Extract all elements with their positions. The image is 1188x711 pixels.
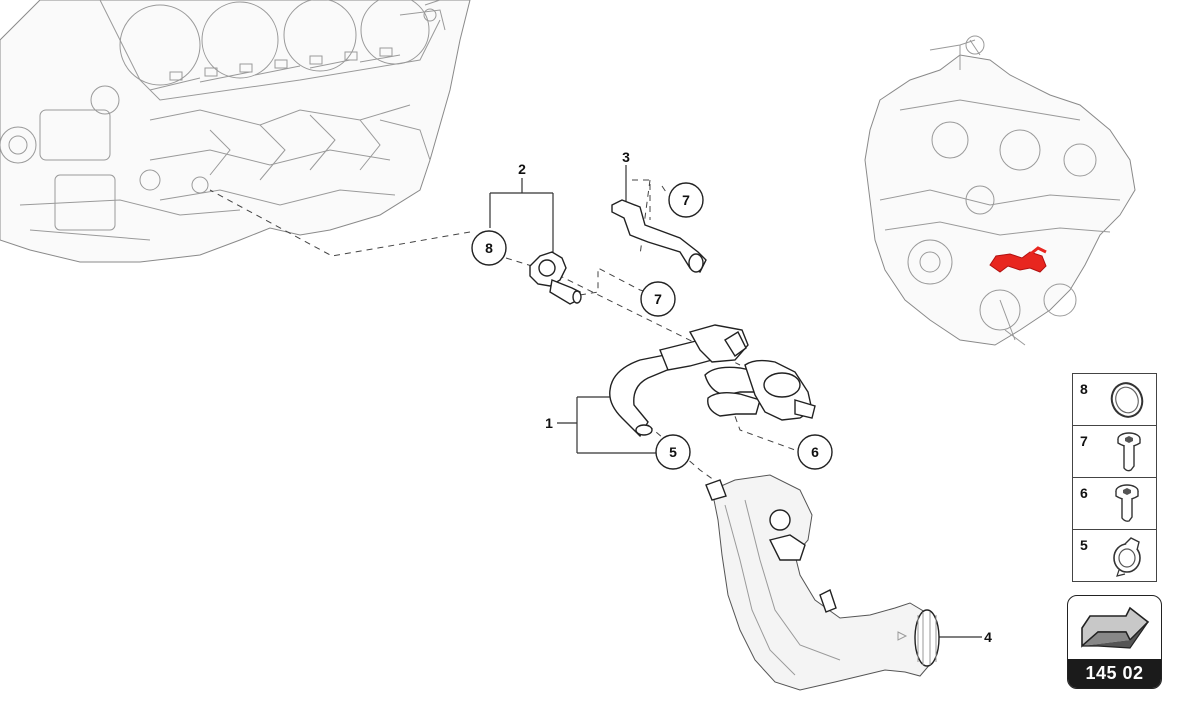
callout-7-middle[interactable]: 7 [640,281,676,317]
label-4[interactable]: 4 [984,629,992,645]
engine-overview-illustration [864,35,1136,346]
part-2-sensor [529,251,582,305]
legend-row-6[interactable]: 6 [1073,478,1156,530]
callout-8[interactable]: 8 [471,230,507,266]
label-2[interactable]: 2 [518,161,526,177]
back-navigation-button[interactable]: 145 02 [1067,595,1162,689]
bolt-icon [1115,484,1139,522]
back-arrow-icon [1081,606,1150,649]
legend-number: 6 [1080,485,1088,501]
hardware-legend: 8 7 6 5 [1072,373,1157,582]
engine-block-illustration [0,0,471,263]
hose-clamp-icon [1113,537,1141,577]
bolt-icon [1117,432,1141,472]
svg-text:7: 7 [654,291,662,307]
svg-text:7: 7 [682,192,690,208]
label-1[interactable]: 1 [545,415,553,431]
legend-row-5[interactable]: 5 [1073,530,1156,581]
callout-5[interactable]: 5 [655,434,691,470]
legend-number: 5 [1080,537,1088,553]
callout-6[interactable]: 6 [797,434,833,470]
o-ring-icon [1110,382,1144,418]
legend-number: 8 [1080,381,1088,397]
part-1-hose-assembly [609,324,816,438]
part-4-intake-duct [705,474,940,691]
svg-text:5: 5 [669,444,677,460]
label-3[interactable]: 3 [622,149,630,165]
leader-lines [209,165,982,638]
page-number: 145 02 [1068,659,1161,688]
callout-7-top[interactable]: 7 [668,182,704,218]
legend-number: 7 [1080,433,1088,449]
svg-text:6: 6 [811,444,819,460]
legend-row-7[interactable]: 7 [1073,426,1156,478]
part-3-pipe [611,199,707,273]
legend-row-8[interactable]: 8 [1073,374,1156,426]
svg-text:8: 8 [485,240,493,256]
